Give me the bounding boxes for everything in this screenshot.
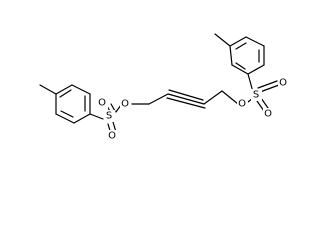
bond <box>229 36 247 47</box>
bond <box>235 42 247 50</box>
right-s-o-bottom-bond-2 <box>256 100 265 112</box>
bond <box>245 36 265 47</box>
bond <box>55 84 73 95</box>
right-s-o-bottom-bond <box>260 97 269 109</box>
right-s-o-top-bond-2 <box>259 84 280 93</box>
atom-bg <box>107 130 118 142</box>
structure-canvas: S O O O O S O O <box>39 33 289 142</box>
bond <box>231 64 249 75</box>
molecule-structure: S O O O O S O O <box>39 33 289 142</box>
right-s-o-top-bond <box>257 80 278 89</box>
oxygen-atom-right-top: O <box>279 78 287 89</box>
bond <box>59 89 72 98</box>
oxygen-atom-left-top: O <box>98 98 106 109</box>
left-s-ring-bond <box>89 113 104 120</box>
atom-bg <box>278 77 289 89</box>
atom-bg <box>237 98 248 110</box>
sulfur-atom-right: S <box>253 90 259 101</box>
chain-bond <box>203 90 223 105</box>
atom-bg <box>251 89 262 101</box>
bond <box>229 45 233 66</box>
atom-bg <box>263 108 274 120</box>
bond <box>55 113 75 124</box>
bond <box>60 110 74 118</box>
bond <box>73 113 91 124</box>
oxygen-atom-left-ester: O <box>121 99 129 110</box>
right-toluene-ring <box>229 36 265 75</box>
triple-bond <box>167 93 205 105</box>
bond <box>71 84 91 95</box>
left-toluene-ring <box>55 84 91 124</box>
oxygen-atom-left-bottom: O <box>108 131 116 142</box>
oxygen-atom-right-ester: O <box>238 99 246 110</box>
left-s-o-top-bond-2 <box>110 103 116 112</box>
sulfur-atom-left: S <box>106 111 112 122</box>
chain-bond <box>221 90 239 105</box>
triple-bond <box>168 89 204 101</box>
atom-bg <box>97 97 108 109</box>
left-methyl-bond <box>39 84 57 95</box>
atom-bg <box>104 110 115 122</box>
oxygen-atom-right-bottom: O <box>264 109 272 120</box>
triple-bond <box>166 97 206 109</box>
bond <box>235 62 246 70</box>
bond <box>247 64 265 75</box>
atom-bg <box>120 98 131 110</box>
chain-bond <box>148 93 169 105</box>
right-methyl-bond <box>214 33 231 47</box>
